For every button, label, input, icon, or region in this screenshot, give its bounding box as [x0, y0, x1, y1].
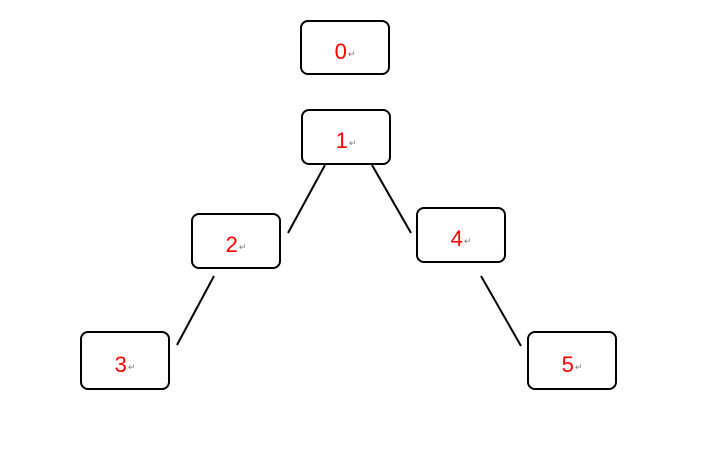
- node-label: 3: [114, 351, 127, 377]
- return-mark-icon: ↵: [127, 362, 136, 373]
- node-label: 0: [334, 38, 347, 64]
- node-label: 1: [335, 128, 348, 153]
- edge-1-2: [287, 164, 326, 234]
- node-label: 2: [225, 232, 238, 257]
- node-3: 3↵: [80, 331, 170, 390]
- node-0: 0↵: [300, 20, 390, 75]
- edge-4-5: [480, 275, 522, 347]
- return-mark-icon: ↵: [238, 243, 247, 253]
- node-2: 2↵: [191, 213, 281, 269]
- edge-1-4: [371, 164, 412, 234]
- node-1: 1↵: [301, 109, 391, 165]
- return-mark-icon: ↵: [463, 237, 472, 247]
- return-mark-icon: ↵: [574, 362, 583, 373]
- node-label: 5: [561, 351, 574, 377]
- return-mark-icon: ↵: [348, 139, 357, 149]
- node-5: 5↵: [527, 331, 617, 390]
- return-mark-icon: ↵: [347, 49, 356, 60]
- node-label: 4: [450, 226, 463, 251]
- edge-2-3: [176, 275, 215, 346]
- node-4: 4↵: [416, 207, 506, 263]
